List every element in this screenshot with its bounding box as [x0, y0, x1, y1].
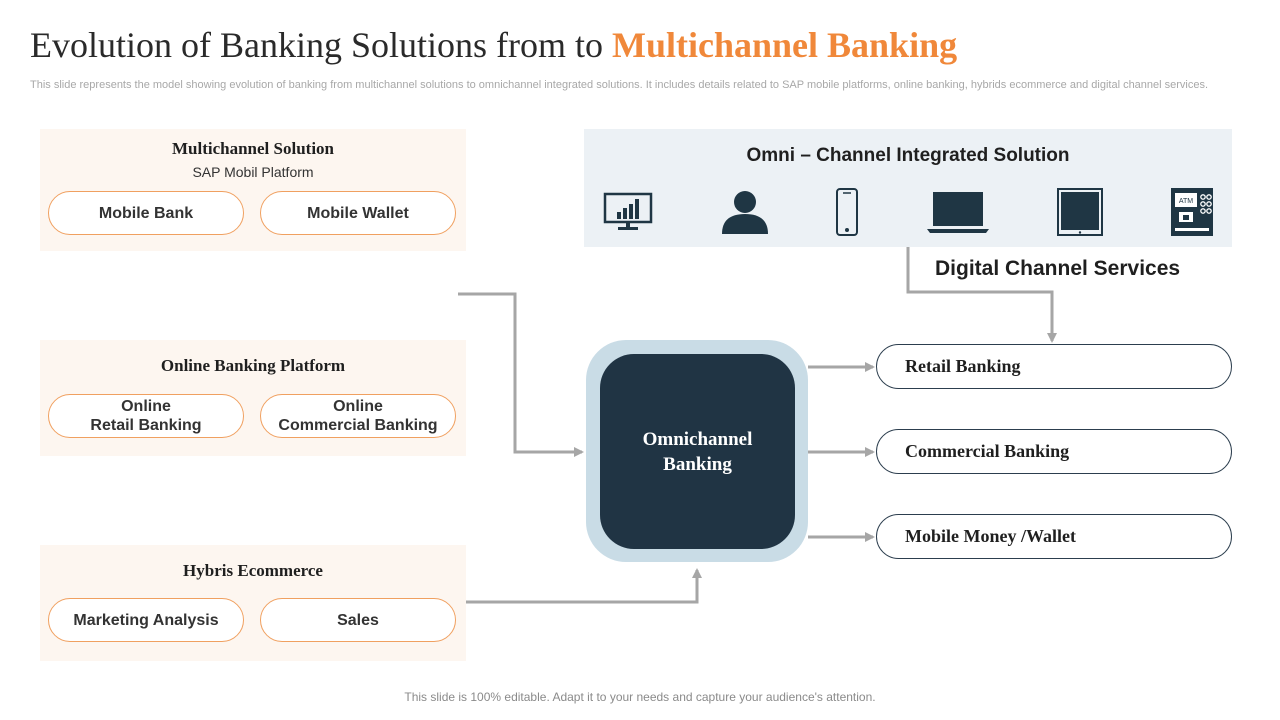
retail-banking-pill: Retail Banking [876, 344, 1232, 389]
connector-online-to-hub [458, 292, 584, 457]
atm-icon: ATM [1170, 187, 1214, 237]
tablet-icon [1056, 187, 1104, 237]
mobile-wallet-pill: Mobile Wallet [260, 191, 456, 235]
page-title: Evolution of Banking Solutions from to M… [30, 24, 957, 66]
hybris-panel: Hybris Ecommerce Marketing Analysis Sale… [40, 545, 466, 661]
multichannel-title: Multichannel Solution [171, 139, 334, 158]
multichannel-subtitle: SAP Mobil Platform [192, 164, 314, 180]
laptop-icon [926, 187, 990, 237]
page-subtitle: This slide represents the model showing … [30, 79, 1209, 91]
commercial-banking-pill: Commercial Banking [876, 429, 1232, 474]
mobile-money-wallet-pill: Mobile Money /Wallet [876, 514, 1232, 559]
multichannel-panel: Multichannel Solution SAP Mobil Platform… [40, 129, 466, 251]
title-main: Evolution of Banking Solutions from to [30, 25, 603, 65]
digital-channel-services-label: Digital Channel Services [935, 257, 1181, 280]
online-retail-banking-pill: Online Retail Banking [48, 394, 244, 438]
omnichannel-hub-label: Omnichannel Banking [642, 428, 753, 475]
sales-pill: Sales [260, 598, 456, 642]
omni-channel-panel: Omni – Channel Integrated Solution [584, 129, 1232, 247]
atm-screen-label: ATM [1179, 198, 1193, 205]
mobile-bank-pill: Mobile Bank [48, 191, 244, 235]
marketing-analysis-pill: Marketing Analysis [48, 598, 244, 642]
omni-channel-title: Omni – Channel Integrated Solution [746, 145, 1070, 166]
monitor-chart-icon [602, 187, 654, 237]
connector-hybris-to-hub [452, 568, 702, 604]
online-banking-title: Online Banking Platform [160, 356, 346, 375]
hybris-title: Hybris Ecommerce [183, 561, 323, 580]
person-icon [718, 187, 772, 237]
online-banking-panel: Online Banking Platform Online Retail Ba… [40, 340, 466, 456]
smartphone-icon [832, 187, 862, 237]
footer-note: This slide is 100% editable. Adapt it to… [404, 690, 876, 704]
title-accent: Multichannel Banking [612, 25, 958, 65]
online-commercial-banking-pill: Online Commercial Banking [260, 394, 456, 438]
omnichannel-hub: Omnichannel Banking [600, 354, 795, 549]
